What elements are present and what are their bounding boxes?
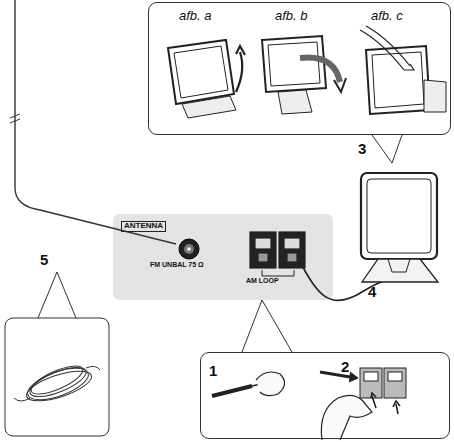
node-text: ANTENNA [121, 221, 166, 232]
coiled-wire [14, 360, 100, 407]
loop-assembly-b [262, 36, 346, 114]
terminal-insert [384, 368, 406, 398]
callout-box: 12 [200, 352, 450, 439]
callout-pointer [372, 135, 402, 163]
terminal-insert [321, 395, 372, 440]
loop-assembly-c [360, 26, 410, 70]
terminal-insert [371, 393, 376, 408]
fm-jack [184, 244, 194, 254]
loop-assembly-b [334, 78, 346, 92]
terminal-insert [364, 372, 378, 381]
fm-jack [179, 239, 199, 259]
loop-assembly-a [174, 46, 228, 98]
node-text: 1 [209, 363, 217, 380]
callout-box: afb. a afb. b afb. c [148, 2, 451, 135]
am-loop-antenna [388, 259, 410, 272]
callout-pointer [242, 300, 292, 352]
terminal-insert [349, 372, 358, 382]
am-loop-antenna [361, 173, 437, 259]
terminal-insert [320, 368, 406, 440]
callout-frame [5, 318, 109, 436]
coiled-wire [23, 365, 94, 407]
loop-assembly-b [268, 42, 320, 86]
callout-number: 3 [358, 141, 366, 158]
fm-jack [187, 247, 191, 251]
fm-jack [179, 239, 199, 259]
loop-assembly-a [168, 40, 245, 118]
loop-assembly-a [182, 96, 236, 118]
callout-pointer [38, 272, 76, 318]
loop-assembly-b [278, 90, 312, 114]
am-loop-bracket [262, 270, 294, 276]
loop-assembly-a [236, 46, 245, 55]
terminal-insert [393, 401, 400, 414]
callout-number: 5 [40, 252, 48, 269]
rear-panel: ANTENNA FM UNBAL 75 Ω AM LOOP [113, 214, 333, 300]
node-text: afb. b [275, 9, 308, 23]
callout-pointer [38, 272, 76, 318]
am-loop-bracket [262, 270, 294, 276]
wire-strip [256, 372, 285, 396]
callout-pointer [242, 300, 292, 352]
loop-assembly-a [168, 40, 234, 104]
am-terminals [250, 232, 305, 268]
fm-wire [15, 0, 176, 244]
rear-panel [113, 214, 333, 300]
node-text: FM UNBAL 75 Ω [150, 261, 204, 269]
loop-assembly-a [236, 52, 242, 92]
callout-frame [5, 318, 109, 436]
loop-assembly-b [262, 36, 326, 92]
terminal-insert [388, 372, 402, 381]
loop-assembly-b [300, 58, 340, 83]
loop-assembly-c [404, 64, 414, 70]
wire-strip [212, 372, 285, 396]
am-terminals [250, 232, 276, 268]
node-text: afb. a [179, 9, 212, 23]
coiled-wire [28, 360, 86, 399]
am-terminals [255, 238, 271, 249]
callout-pointer [372, 135, 402, 163]
loop-assembly-c [372, 52, 424, 108]
am-terminals [284, 238, 300, 249]
terminal-insert [360, 368, 382, 398]
am-loop-antenna [361, 173, 438, 282]
loop-assembly-c [366, 46, 430, 114]
am-terminals [258, 253, 268, 262]
callout-number: 4 [368, 284, 376, 301]
am-loop-antenna [367, 179, 431, 253]
am-loop-antenna [362, 259, 438, 282]
rear-panel [113, 214, 333, 300]
node-text: AM LOOP [246, 277, 279, 285]
coiled-wire [14, 366, 100, 401]
loop-assembly-c [424, 80, 446, 112]
node-text: 2 [341, 359, 349, 376]
wire-strip [212, 386, 252, 396]
fm-wire [10, 114, 20, 123]
am-terminals [287, 253, 297, 262]
loop-assembly-c [360, 26, 446, 114]
fm-wire [10, 0, 176, 244]
node-text: afb. c [371, 9, 403, 23]
